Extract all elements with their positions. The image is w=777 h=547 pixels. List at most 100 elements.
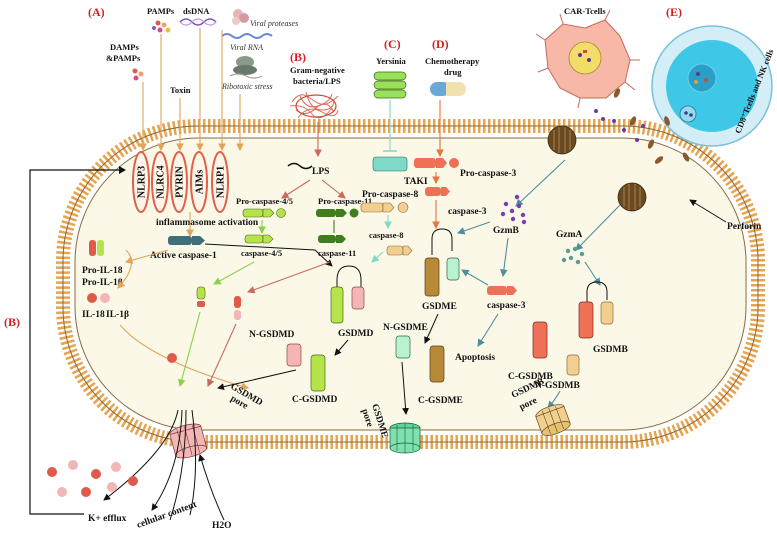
pro-il1b-label: Pro-IL-1β <box>82 278 123 288</box>
damps-pamps-label-1: DAMPs <box>110 42 139 52</box>
active-caspase1-label: Active caspase-1 <box>150 251 217 261</box>
c-gsdmd-label: C-GSDMD <box>292 395 338 405</box>
car-t-label: CAR-Tcells <box>564 6 606 16</box>
active-caspase1-icon <box>168 236 205 245</box>
pamps-label: PAMPs <box>147 6 175 16</box>
pro-caspase-45-icon <box>242 208 286 218</box>
caspase-45-icon <box>244 234 274 244</box>
gzmb-label: GzmB <box>493 226 520 236</box>
pore-outflow-lines <box>103 409 225 521</box>
yersinia-icon <box>373 71 407 99</box>
gsdme-pore-icon <box>389 422 421 454</box>
perforin-pore-side-icon <box>617 182 647 212</box>
pro-caspase-3-label: Pro-caspase-3 <box>460 169 517 179</box>
pro-cytokine-icon <box>89 240 104 256</box>
gsdmb-label: GSDMB <box>593 345 629 355</box>
apoptosis-label: Apoptosis <box>455 353 495 363</box>
il18-label: IL-18 <box>82 310 105 320</box>
n-gsdmd-icon <box>286 343 302 367</box>
n-gsdmd-label: N-GSDMD <box>249 330 295 340</box>
bacteria-icon <box>289 91 339 119</box>
c-gsdme-icon <box>429 345 445 383</box>
dsdna-label: dsDNA <box>183 6 210 16</box>
pro-caspase-8-icon <box>360 202 409 213</box>
sensor-nlrp3: NLRP3 <box>132 151 150 213</box>
viral-proteases-label: Viral proteases <box>250 19 298 28</box>
sensor-label: PYRIN <box>175 165 186 197</box>
section-label-b-left: (B) <box>4 315 20 329</box>
yersinia-label: Yersinia <box>376 56 407 66</box>
h2o-label: H2O <box>212 521 232 531</box>
trigger-arrows <box>139 28 244 152</box>
car-t-cell-icon <box>535 9 640 109</box>
n-gsdmb-icon <box>566 354 580 376</box>
ribotoxic-stress-label: Ribotoxic stress <box>221 82 273 91</box>
gsdmd-fragment-green <box>196 286 206 307</box>
sensor-label: NLRP1 <box>216 166 227 198</box>
c-gsdmb-label: C-GSDMB <box>508 372 554 382</box>
gsdme-label: GSDME <box>422 302 457 312</box>
section-label-d: (D) <box>432 37 449 51</box>
pro-il18-label: Pro-IL-18 <box>82 266 123 276</box>
c-gsdmb-icon <box>532 321 548 359</box>
gzmb-granules <box>500 194 527 225</box>
damps-cluster-icon <box>132 68 144 81</box>
perforin-granules <box>594 88 690 164</box>
viral-rna-icon <box>221 33 273 39</box>
c-gsdme-label: C-GSDME <box>418 396 463 406</box>
caspase-3-label: caspase-3 <box>448 207 487 217</box>
caspase-11-label: caspase-11 <box>318 248 356 258</box>
sensor-label: AIMs <box>195 170 206 195</box>
caspase-3-e-label: caspase-3 <box>487 301 526 311</box>
lps-label: LPS <box>312 167 329 177</box>
gsdmb-icon <box>578 281 614 339</box>
taki-label: TAKI <box>404 177 428 187</box>
pro-caspase-11-icon <box>316 208 359 218</box>
pro-caspase-3-icon <box>414 158 459 168</box>
damps-pamps-label-2: &PAMPs <box>106 53 141 63</box>
gsdmd-icon <box>330 265 365 324</box>
dsdna-helix-icon <box>179 18 217 26</box>
caspase-8-label: caspase-8 <box>369 230 403 240</box>
gzma-granules <box>561 246 585 265</box>
cellular-content-label: cellular content <box>136 500 199 531</box>
trigger-group-a: PAMPs dsDNA Viral proteases Viral RNA Ri… <box>106 6 298 152</box>
sensor-pyrin: PYRIN <box>170 151 188 213</box>
inflammasome-activation-label: inflammasome activation <box>156 218 259 228</box>
caspase-45-label: caspase-4/5 <box>241 248 282 258</box>
drug-capsule-icon <box>430 82 466 96</box>
section-label-b-top: (B) <box>290 50 306 64</box>
section-label-a: (A) <box>88 5 105 19</box>
sensor-label: NLRC4 <box>156 165 167 198</box>
perforin-label: Perforin <box>727 222 762 232</box>
perforin-pore-top-icon <box>547 125 577 155</box>
gsdmd-fragment-red <box>234 296 241 320</box>
viral-protease-icon <box>232 9 249 25</box>
sensor-label: NLRP3 <box>137 166 148 198</box>
il1b-label: IL-1β <box>106 310 129 320</box>
pro-caspase-45-label: Pro-caspase-4/5 <box>236 196 293 206</box>
n-gsdme-label: N-GSDME <box>383 323 428 333</box>
sensor-nlrc4: NLRC4 <box>151 151 169 213</box>
section-label-c: (C) <box>384 37 401 51</box>
pamps-cluster-icon <box>152 20 171 33</box>
caspase-3-icon <box>425 187 450 196</box>
cd8-nk-cell-icon <box>651 25 773 147</box>
c-gsdmd-icon <box>310 354 326 392</box>
caspase-3-e-icon <box>487 286 517 295</box>
chemo-label-1: Chemotherapy <box>425 56 480 66</box>
feedback-bracket <box>29 169 125 515</box>
released-cytokines <box>47 460 138 497</box>
toxin-label: Toxin <box>170 85 191 95</box>
sensor-aims: AIMs <box>190 151 208 213</box>
n-gsdme-icon <box>395 335 411 359</box>
inflammasome-sensors: NLRP3 NLRC4 PYRIN AIMs NLRP1 <box>132 151 229 213</box>
sensor-nlrp1: NLRP1 <box>211 151 229 213</box>
gsdmd-label: GSDMD <box>338 329 374 339</box>
caspase-11-icon <box>318 235 346 243</box>
n-gsdmb-label: N-GSDMB <box>535 381 581 391</box>
chemo-label-2: drug <box>444 67 462 77</box>
taki-icon <box>372 156 408 172</box>
